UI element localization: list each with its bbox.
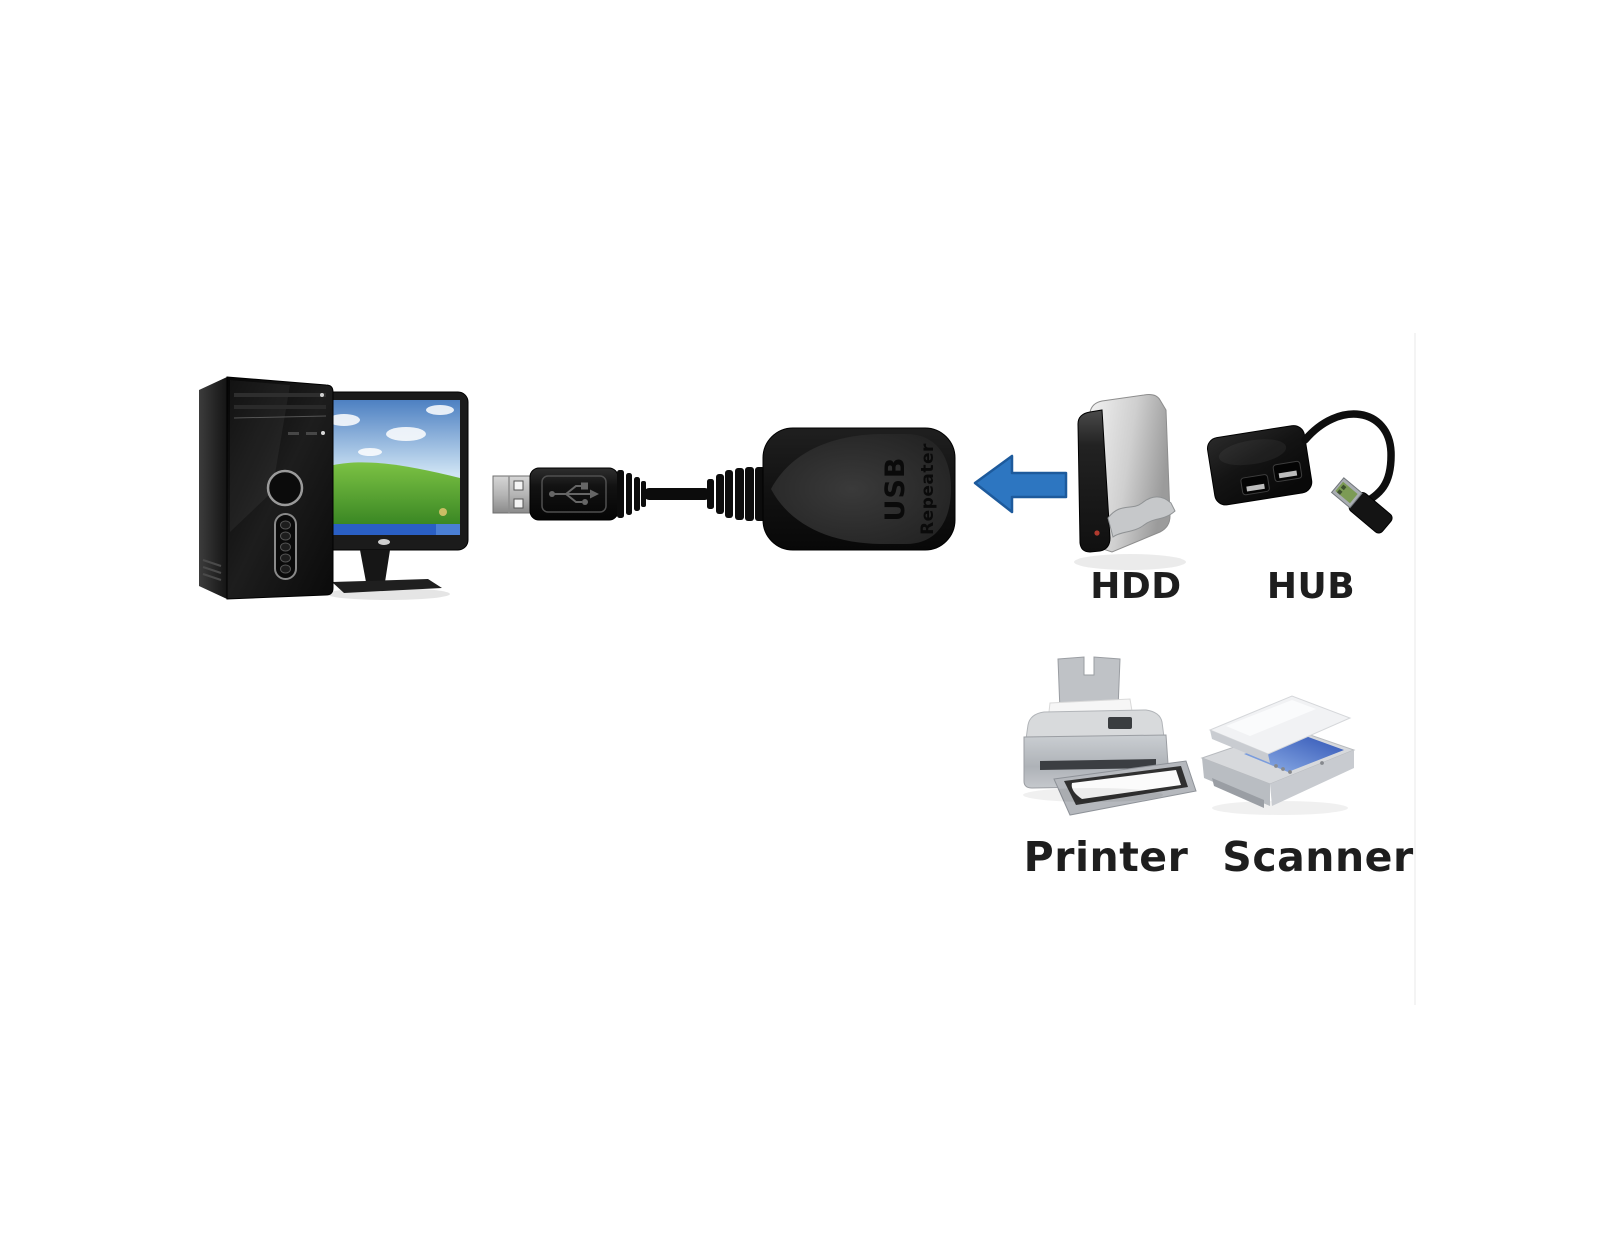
shell-hole-top xyxy=(513,480,524,491)
usb-repeater-illustration: USB Repeater xyxy=(492,427,956,551)
repeater-body: USB Repeater xyxy=(762,427,956,551)
photo-edge-line xyxy=(1414,333,1416,1005)
printer-illustration xyxy=(1023,656,1197,816)
printer-display xyxy=(1108,717,1132,729)
usb-trident-icon xyxy=(549,482,599,505)
hub-ports xyxy=(1240,460,1303,496)
scanner-shadow xyxy=(1212,801,1348,815)
taskbar xyxy=(308,524,460,535)
computer-illustration xyxy=(199,376,469,600)
monitor-stand-neck xyxy=(360,550,390,582)
hub-usb-connector xyxy=(1330,477,1393,534)
scanner-foot xyxy=(1212,778,1264,808)
printer-top-face xyxy=(1025,709,1165,740)
drive-bays xyxy=(233,393,327,419)
usb-a-connector xyxy=(492,467,619,521)
scanner-illustration xyxy=(1200,695,1356,815)
repeater-label-usb: USB xyxy=(880,457,911,522)
hub-illustration xyxy=(1206,410,1395,534)
wallpaper-hill xyxy=(308,462,460,535)
desktop-icon xyxy=(439,508,447,516)
system-tray-area xyxy=(436,524,460,535)
scanner-buttons xyxy=(1274,761,1324,774)
printer-label: Printer xyxy=(1023,833,1189,881)
front-leds xyxy=(288,431,325,435)
printed-sheet xyxy=(1071,770,1181,799)
hdd-shadow xyxy=(1074,554,1186,570)
hub-sheen xyxy=(1218,439,1287,466)
lid-underside xyxy=(1210,730,1270,763)
hub-housing xyxy=(1206,425,1313,506)
hdd-label: HDD xyxy=(1090,566,1182,607)
scanner-lid xyxy=(1208,695,1352,763)
hub-body xyxy=(1206,425,1313,506)
shell-hole-bottom xyxy=(513,498,524,509)
tower-side-panel xyxy=(199,377,227,599)
usb-metal-shell xyxy=(492,475,532,514)
wallpaper-clouds xyxy=(328,405,454,456)
plug-panel-outline xyxy=(541,475,607,513)
hdd-led xyxy=(1094,530,1100,536)
scanner-front-face xyxy=(1202,758,1270,806)
repeater-teardrop-face xyxy=(771,434,951,544)
printer-output-tray xyxy=(1053,760,1197,816)
repeater-label-repeater: Repeater xyxy=(918,443,938,535)
monitor-logo xyxy=(378,539,390,545)
cable xyxy=(644,488,710,500)
printer-output-slot xyxy=(1040,759,1156,770)
arrow-left-icon xyxy=(973,454,1068,514)
hub-label: HUB xyxy=(1266,566,1356,607)
hdd-illustration xyxy=(1074,394,1186,570)
arrow-left-shape xyxy=(973,454,1068,514)
strip-buttons xyxy=(280,520,291,574)
monitor-stand-base xyxy=(332,579,442,593)
lid-highlight xyxy=(1226,700,1316,736)
pc-tower xyxy=(199,376,334,600)
power-button xyxy=(266,469,304,507)
printer-shadow xyxy=(1023,788,1163,802)
hdd-front-panel xyxy=(1077,409,1111,553)
hub-cable xyxy=(1301,410,1395,508)
scanner-right-face xyxy=(1270,750,1354,806)
hdd-stand xyxy=(1107,496,1176,538)
cable-strain-relief-left xyxy=(617,470,646,518)
tower-vents xyxy=(202,559,222,581)
scanner-label: Scanner xyxy=(1222,833,1414,881)
cable-strain-relief-right xyxy=(707,467,765,521)
